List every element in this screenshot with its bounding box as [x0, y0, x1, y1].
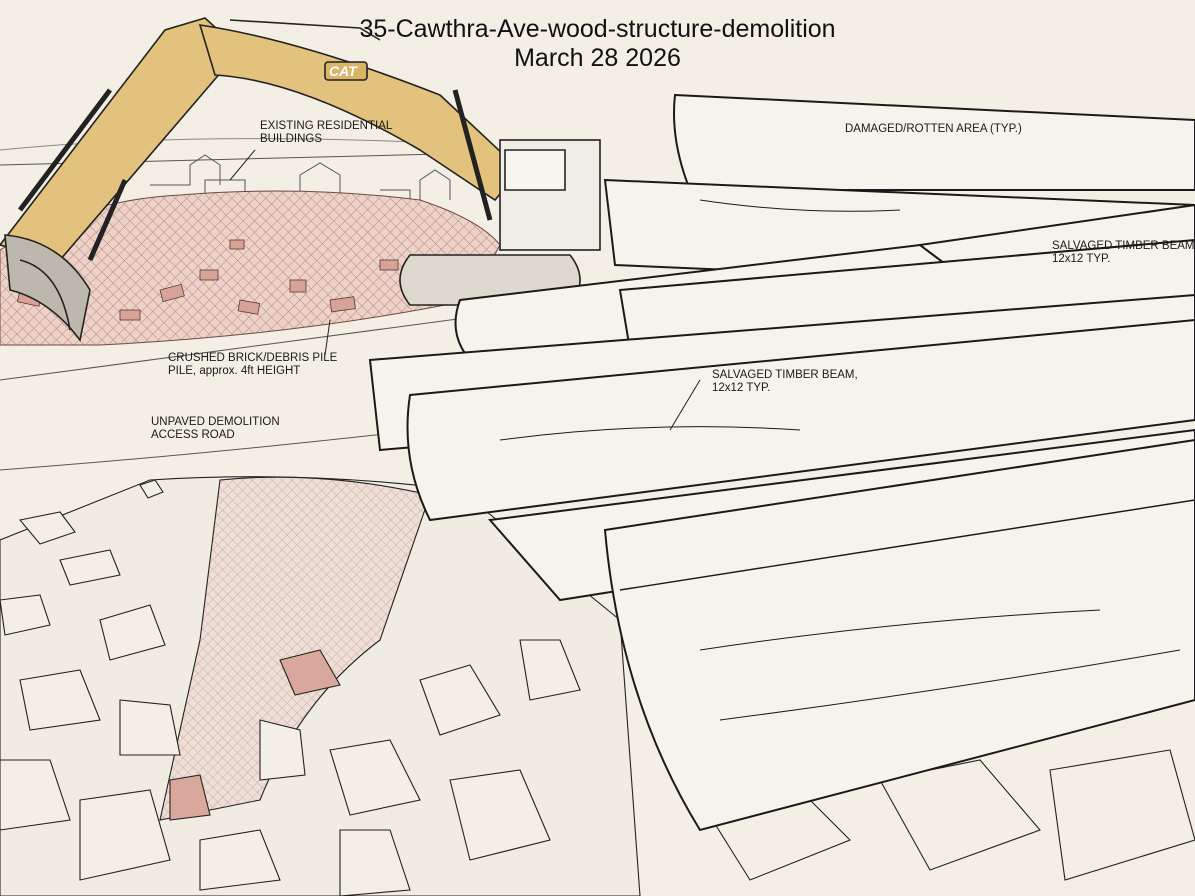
label-debris-pile: CRUSHED BRICK/DEBRIS PILE PILE, approx. …	[168, 352, 337, 378]
label-line: 12x12 TYP.	[1052, 253, 1111, 265]
leader-lines	[229, 149, 701, 431]
label-line: UNPAVED DEMOLITION	[151, 416, 280, 428]
drawing-date: March 28 2026	[514, 44, 681, 72]
excavator: CAT	[0, 17, 601, 342]
label-line: EXISTING RESIDENTIAL	[260, 120, 393, 132]
label-salvaged-beam-center: SALVAGED TIMBER BEAM, 12x12 TYP.	[712, 369, 858, 395]
cat-logo: CAT	[329, 63, 358, 79]
label-access-road: UNPAVED DEMOLITION ACCESS ROAD	[151, 416, 280, 442]
drawing-title: 35-Cawthra-Ave-wood-structure-demolition	[359, 15, 836, 43]
label-line: 12x12 TYP.	[712, 382, 771, 394]
timber-beams	[368, 93, 1195, 832]
label-line: ACCESS ROAD	[151, 429, 235, 441]
debris-pile	[0, 190, 501, 346]
label-line: BUILDINGS	[260, 133, 322, 145]
label-damaged-area: DAMAGED/ROTTEN AREA (TYP.)	[845, 123, 1022, 135]
label-salvaged-beam-right: SALVAGED TIMBER BEAM, 12x12 TYP.	[1052, 240, 1195, 266]
brick-fragments	[17, 239, 399, 321]
label-line: SALVAGED TIMBER BEAM,	[712, 369, 858, 381]
label-line: CRUSHED BRICK/DEBRIS PILE	[168, 352, 338, 364]
label-existing-buildings: EXISTING RESIDENTIAL BUILDINGS	[260, 120, 392, 146]
label-line: SALVAGED TIMBER BEAM,	[1052, 240, 1195, 252]
label-line: PILE, approx. 4ft HEIGHT	[168, 365, 301, 377]
